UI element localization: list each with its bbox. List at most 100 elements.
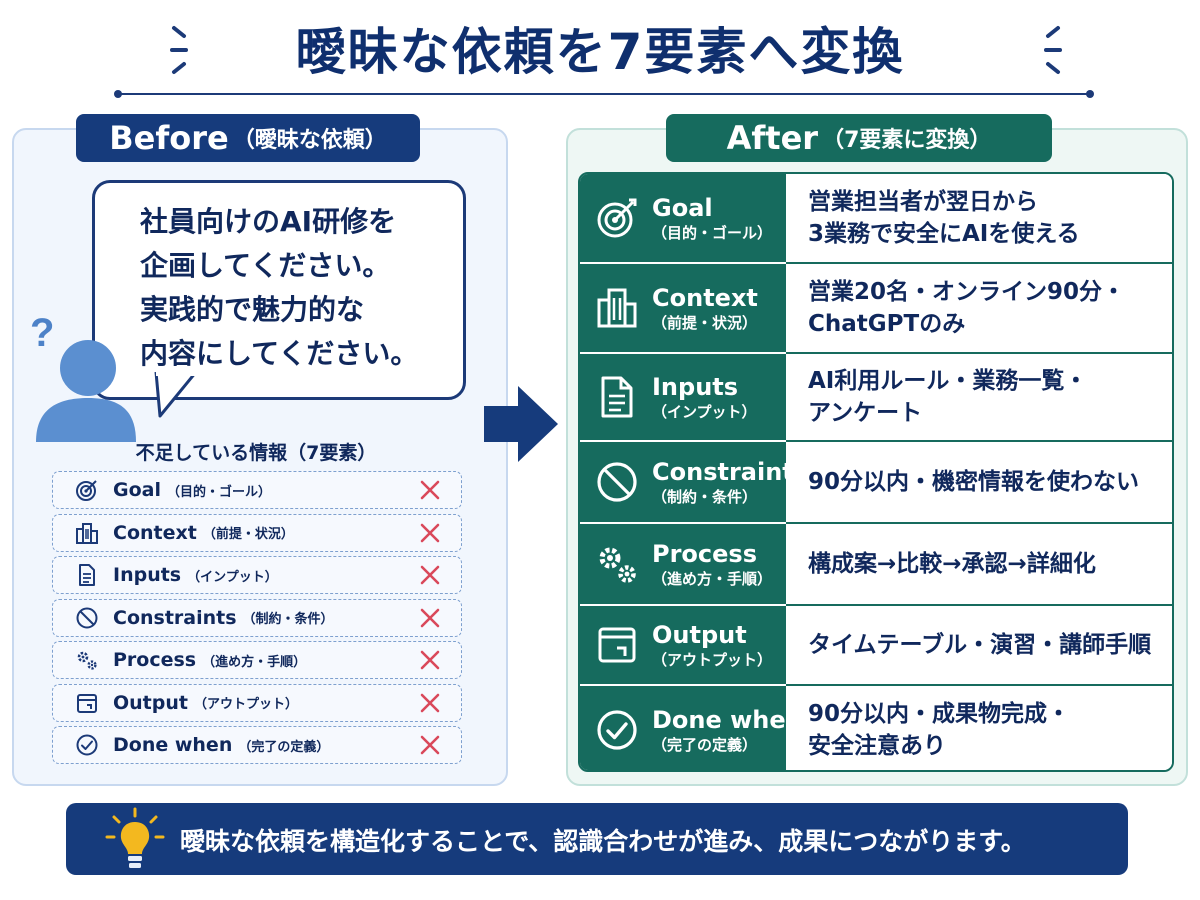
element-jp: （前提・状況） <box>652 314 758 332</box>
row-value-cell: 90分以内・機密情報を使わない <box>786 442 1172 524</box>
element-name: Output <box>652 621 747 649</box>
missing-item-goal: Goal （目的・ゴール） <box>52 471 462 509</box>
element-value: AI利用ルール・業務一覧・ <box>808 368 1088 394</box>
row-value-cell: 構成案→比較→承認→詳細化 <box>786 524 1172 606</box>
missing-info-list: Goal （目的・ゴール） Context （前提・状況） Inputs （イン… <box>52 471 462 769</box>
row-value-cell: 営業担当者が翌日から 3業務で安全にAIを使える <box>786 174 1172 264</box>
table-row-constraints: Constraints （制約・条件） 90分以内・機密情報を使わない <box>580 442 1172 524</box>
row-label-cell: Process （進め方・手順） <box>580 524 786 606</box>
confused-person-icon: ? <box>30 311 136 442</box>
missing-item-name: Inputs <box>113 564 182 586</box>
missing-item-inputs: Inputs （インプット） <box>52 556 462 594</box>
building-icon <box>594 285 640 331</box>
speech-bubble <box>92 180 466 400</box>
missing-item-jp: （制約・条件） <box>242 612 334 627</box>
speech-bubble-tail <box>154 372 198 418</box>
red-x-icon <box>420 650 440 670</box>
red-x-icon <box>420 693 440 712</box>
gears-icon <box>73 646 101 674</box>
element-value: 安全注意あり <box>808 733 946 759</box>
row-label-cell: Context （前提・状況） <box>580 264 786 354</box>
missing-item-jp: （アウトプット） <box>193 697 298 712</box>
element-jp: （制約・条件） <box>652 488 758 506</box>
element-value: タイムテーブル・演習・講師手順 <box>808 632 1152 658</box>
red-x-icon <box>420 608 440 627</box>
row-value-cell: 90分以内・成果物完成・ 安全注意あり <box>786 686 1172 770</box>
output-tray-icon <box>73 689 101 717</box>
row-label-cell: Output （アウトプット） <box>580 606 786 686</box>
building-icon <box>73 519 101 547</box>
element-jp: （進め方・手順） <box>652 570 773 588</box>
missing-item-done-when: Done when （完了の定義） <box>52 726 462 764</box>
svg-text:?: ? <box>30 311 54 355</box>
before-tag: Before （曖昧な依頼） <box>76 114 420 162</box>
element-name: Done when <box>652 706 803 734</box>
missing-item-name: Process <box>113 649 197 671</box>
red-x-icon <box>420 735 440 755</box>
missing-item-output: Output （アウトプット） <box>52 683 462 722</box>
table-row-output: Output （アウトプット） タイムテーブル・演習・講師手順 <box>580 606 1172 686</box>
element-name: Inputs <box>652 373 739 401</box>
speech-line: 企画してください。 <box>140 249 391 282</box>
missing-item-name: Goal <box>113 479 161 501</box>
row-value-cell: AI利用ルール・業務一覧・ アンケート <box>786 354 1172 442</box>
row-label-cell: Constraints （制約・条件） <box>580 442 808 524</box>
speech-text: 社員向けのAI研修を 企画してください。 実践的で魅力的な 内容にしてください。 <box>140 200 460 376</box>
table-row-done-when: Done when （完了の定義） 90分以内・成果物完成・ 安全注意あり <box>580 686 1172 770</box>
summary-banner <box>66 803 1128 875</box>
missing-item-context: Context （前提・状況） <box>52 513 462 552</box>
element-jp: （目的・ゴール） <box>652 224 773 242</box>
missing-item-jp: （完了の定義） <box>238 739 330 755</box>
element-name: Process <box>652 540 757 568</box>
missing-item-name: Output <box>113 691 188 714</box>
element-jp: （完了の定義） <box>652 736 758 754</box>
output-tray-icon <box>594 622 640 668</box>
missing-item-process: Process （進め方・手順） <box>52 641 462 679</box>
after-tag: After （7要素に変換） <box>666 114 1052 162</box>
check-circle-icon <box>594 707 640 753</box>
after-tag-sub: （7要素に変換） <box>822 128 992 153</box>
before-tag-main: Before <box>109 119 229 157</box>
document-icon <box>594 374 640 420</box>
row-label-cell: Goal （目的・ゴール） <box>580 174 786 264</box>
element-value: 3業務で安全にAIを使える <box>808 221 1080 247</box>
right-arrow-icon <box>484 386 558 462</box>
element-value: アンケート <box>808 400 923 426</box>
summary-text: 曖昧な依頼を構造化することで、認識合わせが進み、成果につながります。 <box>180 827 1026 856</box>
missing-item-name: Done when <box>113 734 233 756</box>
missing-item-jp: （前提・状況） <box>202 527 294 542</box>
red-x-icon <box>420 523 440 542</box>
table-row-inputs: Inputs （インプット） AI利用ルール・業務一覧・ アンケート <box>580 354 1172 442</box>
row-label-cell: Done when （完了の定義） <box>580 686 803 770</box>
element-jp: （アウトプット） <box>652 651 773 669</box>
left-sparkle-lines-icon <box>170 26 188 74</box>
target-icon <box>594 195 640 241</box>
gears-icon <box>594 541 640 587</box>
element-value: 営業20名・オンライン90分・ <box>808 279 1126 305</box>
prohibited-icon <box>594 459 640 505</box>
red-x-icon <box>420 480 440 500</box>
missing-item-constraints: Constraints （制約・条件） <box>52 598 462 637</box>
seven-elements-table: Goal （目的・ゴール） 営業担当者が翌日から 3業務で安全にAIを使える C… <box>578 172 1174 772</box>
missing-item-name: Constraints <box>113 606 237 629</box>
target-icon <box>73 476 101 504</box>
after-tag-main: After <box>726 119 819 157</box>
red-x-icon <box>420 565 440 585</box>
speech-line: 社員向けのAI研修を <box>140 205 397 238</box>
table-row-goal: Goal （目的・ゴール） 営業担当者が翌日から 3業務で安全にAIを使える <box>580 174 1172 264</box>
speech-line: 実践的で魅力的な <box>140 293 365 326</box>
element-value: 90分以内・機密情報を使わない <box>808 469 1140 495</box>
element-value: 構成案→比較→承認→詳細化 <box>808 551 1096 577</box>
table-row-process: Process （進め方・手順） 構成案→比較→承認→詳細化 <box>580 524 1172 606</box>
document-icon <box>73 561 101 589</box>
element-name: Constraints <box>652 458 809 486</box>
element-value: 90分以内・成果物完成・ <box>808 701 1071 727</box>
element-name: Goal <box>652 194 713 222</box>
missing-info-title: 不足している情報（7要素） <box>135 442 377 464</box>
row-value-cell: タイムテーブル・演習・講師手順 <box>786 606 1172 686</box>
element-value: ChatGPTのみ <box>808 311 966 337</box>
element-jp: （インプット） <box>652 403 757 421</box>
element-value: 営業担当者が翌日から <box>808 189 1038 215</box>
row-value-cell: 営業20名・オンライン90分・ ChatGPTのみ <box>786 264 1172 354</box>
before-tag-sub: （曖昧な依頼） <box>232 128 387 153</box>
